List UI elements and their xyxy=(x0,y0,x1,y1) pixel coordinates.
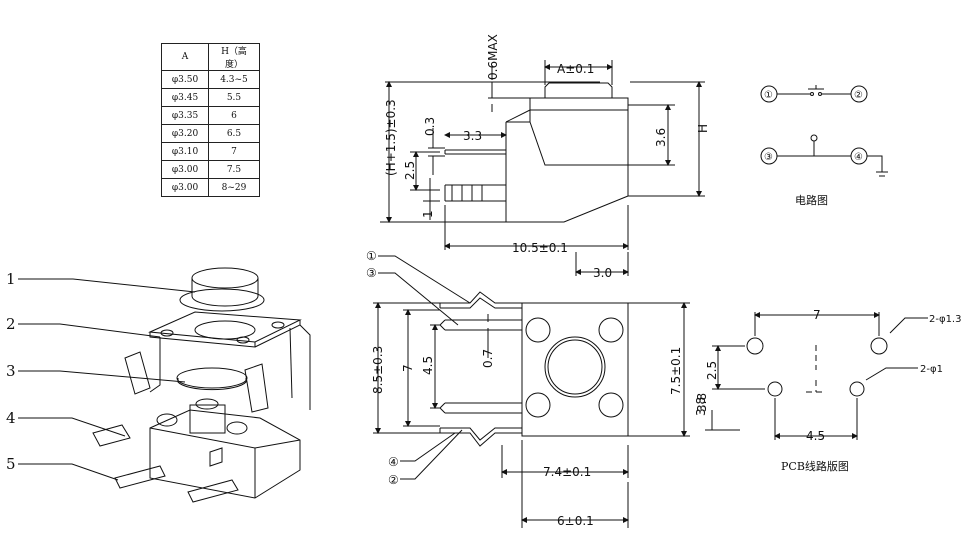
pcb-caption: PCB线路版图 xyxy=(781,459,849,473)
dim-0-3: 0.3 xyxy=(423,117,437,136)
dim-7: 7 xyxy=(401,364,415,372)
circuit-node-2: ② xyxy=(854,90,863,101)
pcb-hole-big: 2-φ1.3 xyxy=(929,314,961,325)
dim-8-5: 8.5±0.3 xyxy=(371,346,385,394)
spec-h: 8~29 xyxy=(208,178,260,197)
dim-3-0: 3.0 xyxy=(593,266,612,280)
pcb-layout xyxy=(705,312,928,440)
dim-3-8: 3.8 xyxy=(695,393,709,412)
part-number-3: 3 xyxy=(6,362,16,380)
dim-1: 1 xyxy=(421,210,435,218)
circuit-node-3: ③ xyxy=(764,152,773,163)
pcb-dim-4-5: 4.5 xyxy=(806,429,825,443)
part-number-5: 5 xyxy=(6,455,16,473)
callout-2: ② xyxy=(388,473,399,487)
spec-header-a: A xyxy=(161,43,209,71)
callout-4: ④ xyxy=(388,455,399,469)
spec-h: 7 xyxy=(208,142,260,161)
spec-a: φ3.00 xyxy=(161,178,209,197)
pcb-hole-small: 2-φ1 xyxy=(920,364,943,375)
part-number-4: 4 xyxy=(6,409,16,427)
pcb-dim-7: 7 xyxy=(813,308,821,322)
dim-3-3: 3.3 xyxy=(463,129,482,143)
circuit-node-4: ④ xyxy=(854,152,863,163)
pcb-dim-3-8: 3.8 xyxy=(694,397,708,416)
part-number-1: 1 xyxy=(6,270,16,288)
pcb-dim-2-5: 2.5 xyxy=(705,361,719,380)
dim-4-5: 4.5 xyxy=(421,356,435,375)
spec-h: 7.5 xyxy=(208,160,260,179)
circuit-diagram xyxy=(760,85,888,177)
callout-3: ③ xyxy=(366,266,377,280)
part-number-2: 2 xyxy=(6,315,16,333)
isometric-switch xyxy=(92,267,311,503)
dim-h-total: (H+1.5)±0.3 xyxy=(384,99,398,176)
dim-7-4: 7.4±0.1 xyxy=(543,465,591,479)
dim-3-6: 3.6 xyxy=(654,128,668,147)
circuit-node-1: ① xyxy=(764,90,773,101)
dim-6: 6±0.1 xyxy=(557,514,594,528)
top-view xyxy=(373,255,690,528)
dim-0-7: 0.7 xyxy=(481,349,495,368)
side-view xyxy=(380,60,705,276)
dim-h: H xyxy=(696,124,710,133)
dim-10-5: 10.5±0.1 xyxy=(512,241,568,255)
part-leaders xyxy=(18,278,196,481)
dim-a-tol: A±0.1 xyxy=(557,62,594,76)
callout-1: ① xyxy=(366,249,377,263)
circuit-caption: 电路图 xyxy=(795,194,828,207)
dim-7-5: 7.5±0.1 xyxy=(669,347,683,395)
dim-2-5: 2.5 xyxy=(403,161,417,180)
dim-0-6max: 0.6MAX xyxy=(486,34,500,80)
